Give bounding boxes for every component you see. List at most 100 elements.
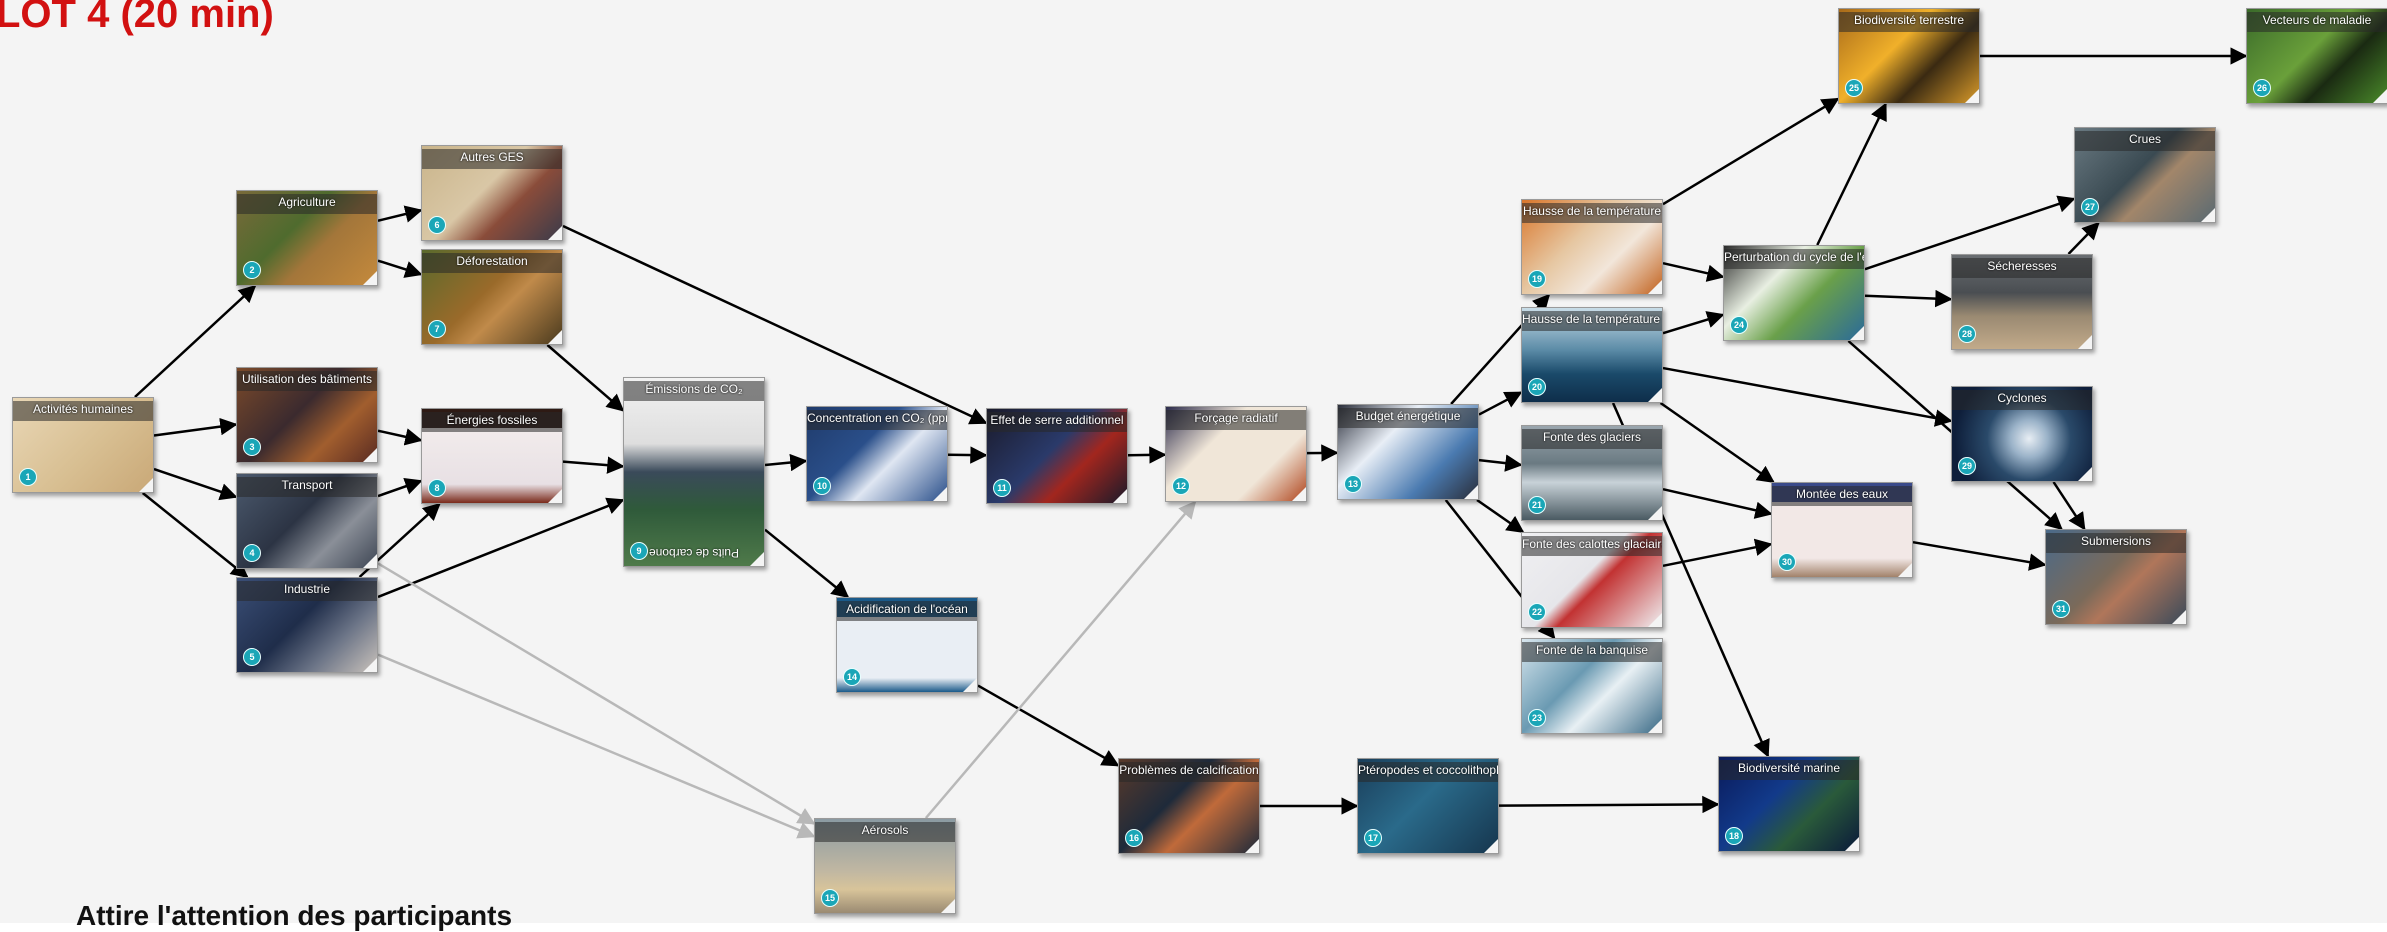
arrow-emissions-to-acidification [765,530,848,597]
card-label: Concentration en CO₂ (ppm) [807,411,947,425]
card-batiments[interactable]: Utilisation des bâtiments 3 [236,367,378,463]
arrow-budget-to-glaciers [1479,460,1521,465]
card-calottes[interactable]: Fonte des calottes glaciaires 22 [1521,532,1663,628]
arrow-hausse-temp-eau-to-montee [1661,403,1774,482]
arrow-pteropodes-to-biodiv-marine [1499,804,1718,805]
card-number-badge: 27 [2081,198,2099,216]
card-label: Transport [237,478,377,492]
page-curl-icon [2172,610,2186,624]
arrow-cycle-eau-to-secheresses [1865,296,1951,299]
card-number-badge: 2 [243,261,261,279]
card-aerosols[interactable]: Aérosols 15 [814,818,956,914]
page-curl-icon [1648,506,1662,520]
page-curl-icon [2373,89,2387,103]
page-curl-icon [1464,485,1478,499]
footer-note: Attire l'attention des participants [76,900,512,932]
arrow-industrie-to-aerosols [378,655,814,837]
card-montee[interactable]: Montée des eaux 30 [1771,482,1913,578]
card-pteropodes[interactable]: Ptéropodes et coccolithophores17 [1357,758,1499,854]
card-number-badge: 28 [1958,325,1976,343]
arrow-hausse-temp-to-cycle-eau [1663,263,1723,277]
page-curl-icon [963,678,977,692]
page-curl-icon [1648,613,1662,627]
card-number-badge: 19 [1528,270,1546,288]
page-curl-icon [941,899,955,913]
card-label: Fonte des calottes glaciaires [1522,537,1662,551]
card-cycle-eau[interactable]: Perturbation du cycle de l'eau24 [1723,245,1865,341]
page-curl-icon [2201,208,2215,222]
arrow-hausse-temp-to-biodiv-terrestre [1663,99,1838,204]
card-label: Aérosols [815,823,955,837]
page-curl-icon [548,330,562,344]
card-label: Fonte de la banquise [1522,643,1662,657]
lot-title: LOT 4 (20 min) [0,0,274,37]
card-label: Hausse de la température [1522,204,1662,218]
card-label: Utilisation des bâtiments [237,372,377,386]
arrow-transport-to-energies [378,481,421,496]
arrow-activites-to-batiments [154,425,236,436]
page-curl-icon [363,271,377,285]
page-curl-icon [1845,837,1859,851]
page-curl-icon [1648,388,1662,402]
arrow-montee-to-submersions [1913,542,2045,565]
card-number-badge: 17 [1364,829,1382,847]
card-number-badge: 15 [821,889,839,907]
card-concentration[interactable]: Concentration en CO₂ (ppm)10 [806,406,948,502]
arrow-hausse-temp-eau-to-cycle-eau [1663,315,1723,333]
page-curl-icon [139,478,153,492]
arrow-secheresses-to-crues [2068,223,2098,254]
card-number-badge: 22 [1528,603,1546,621]
card-serre[interactable]: Effet de serre additionnel 11 [986,408,1128,504]
card-label: Fonte des glaciers [1522,430,1662,444]
card-label: Autres GES [422,150,562,164]
card-number-badge: 21 [1528,496,1546,514]
card-label: Submersions [2046,534,2186,548]
card-number-badge: 3 [243,438,261,456]
card-label: Acidification de l'océan [837,602,977,616]
card-number-badge: 16 [1125,829,1143,847]
card-number-badge: 30 [1778,553,1796,571]
page-curl-icon [363,554,377,568]
card-label: Crues [2075,132,2215,146]
card-number-badge: 9 [630,542,648,560]
arrow-budget-to-hausse-temp-eau [1479,392,1521,414]
card-label: Effet de serre additionnel [987,413,1127,427]
card-hausse-temp-eau[interactable]: Hausse de la température de l'eau20 [1521,307,1663,403]
arrow-budget-to-calottes [1477,500,1523,532]
co2-molecule-image [624,378,764,566]
card-label: Budget énergétique [1338,409,1478,423]
arrow-energies-to-emissions [563,462,623,467]
card-crues[interactable]: Crues 27 [2074,127,2216,223]
arrow-industrie-to-emissions [378,500,623,597]
arrow-batiments-to-energies [378,431,421,441]
card-label: Vecteurs de maladie [2247,13,2387,27]
card-glaciers[interactable]: Fonte des glaciers 21 [1521,425,1663,521]
page-curl-icon [363,658,377,672]
card-hausse-temp[interactable]: Hausse de la température 19 [1521,199,1663,295]
card-label: Montée des eaux [1772,487,1912,501]
page-curl-icon [2078,335,2092,349]
card-label: Perturbation du cycle de l'eau [1724,250,1864,264]
card-number-badge: 29 [1958,457,1976,475]
card-number-badge: 11 [993,479,1011,497]
card-label: Biodiversité marine [1719,761,1859,775]
